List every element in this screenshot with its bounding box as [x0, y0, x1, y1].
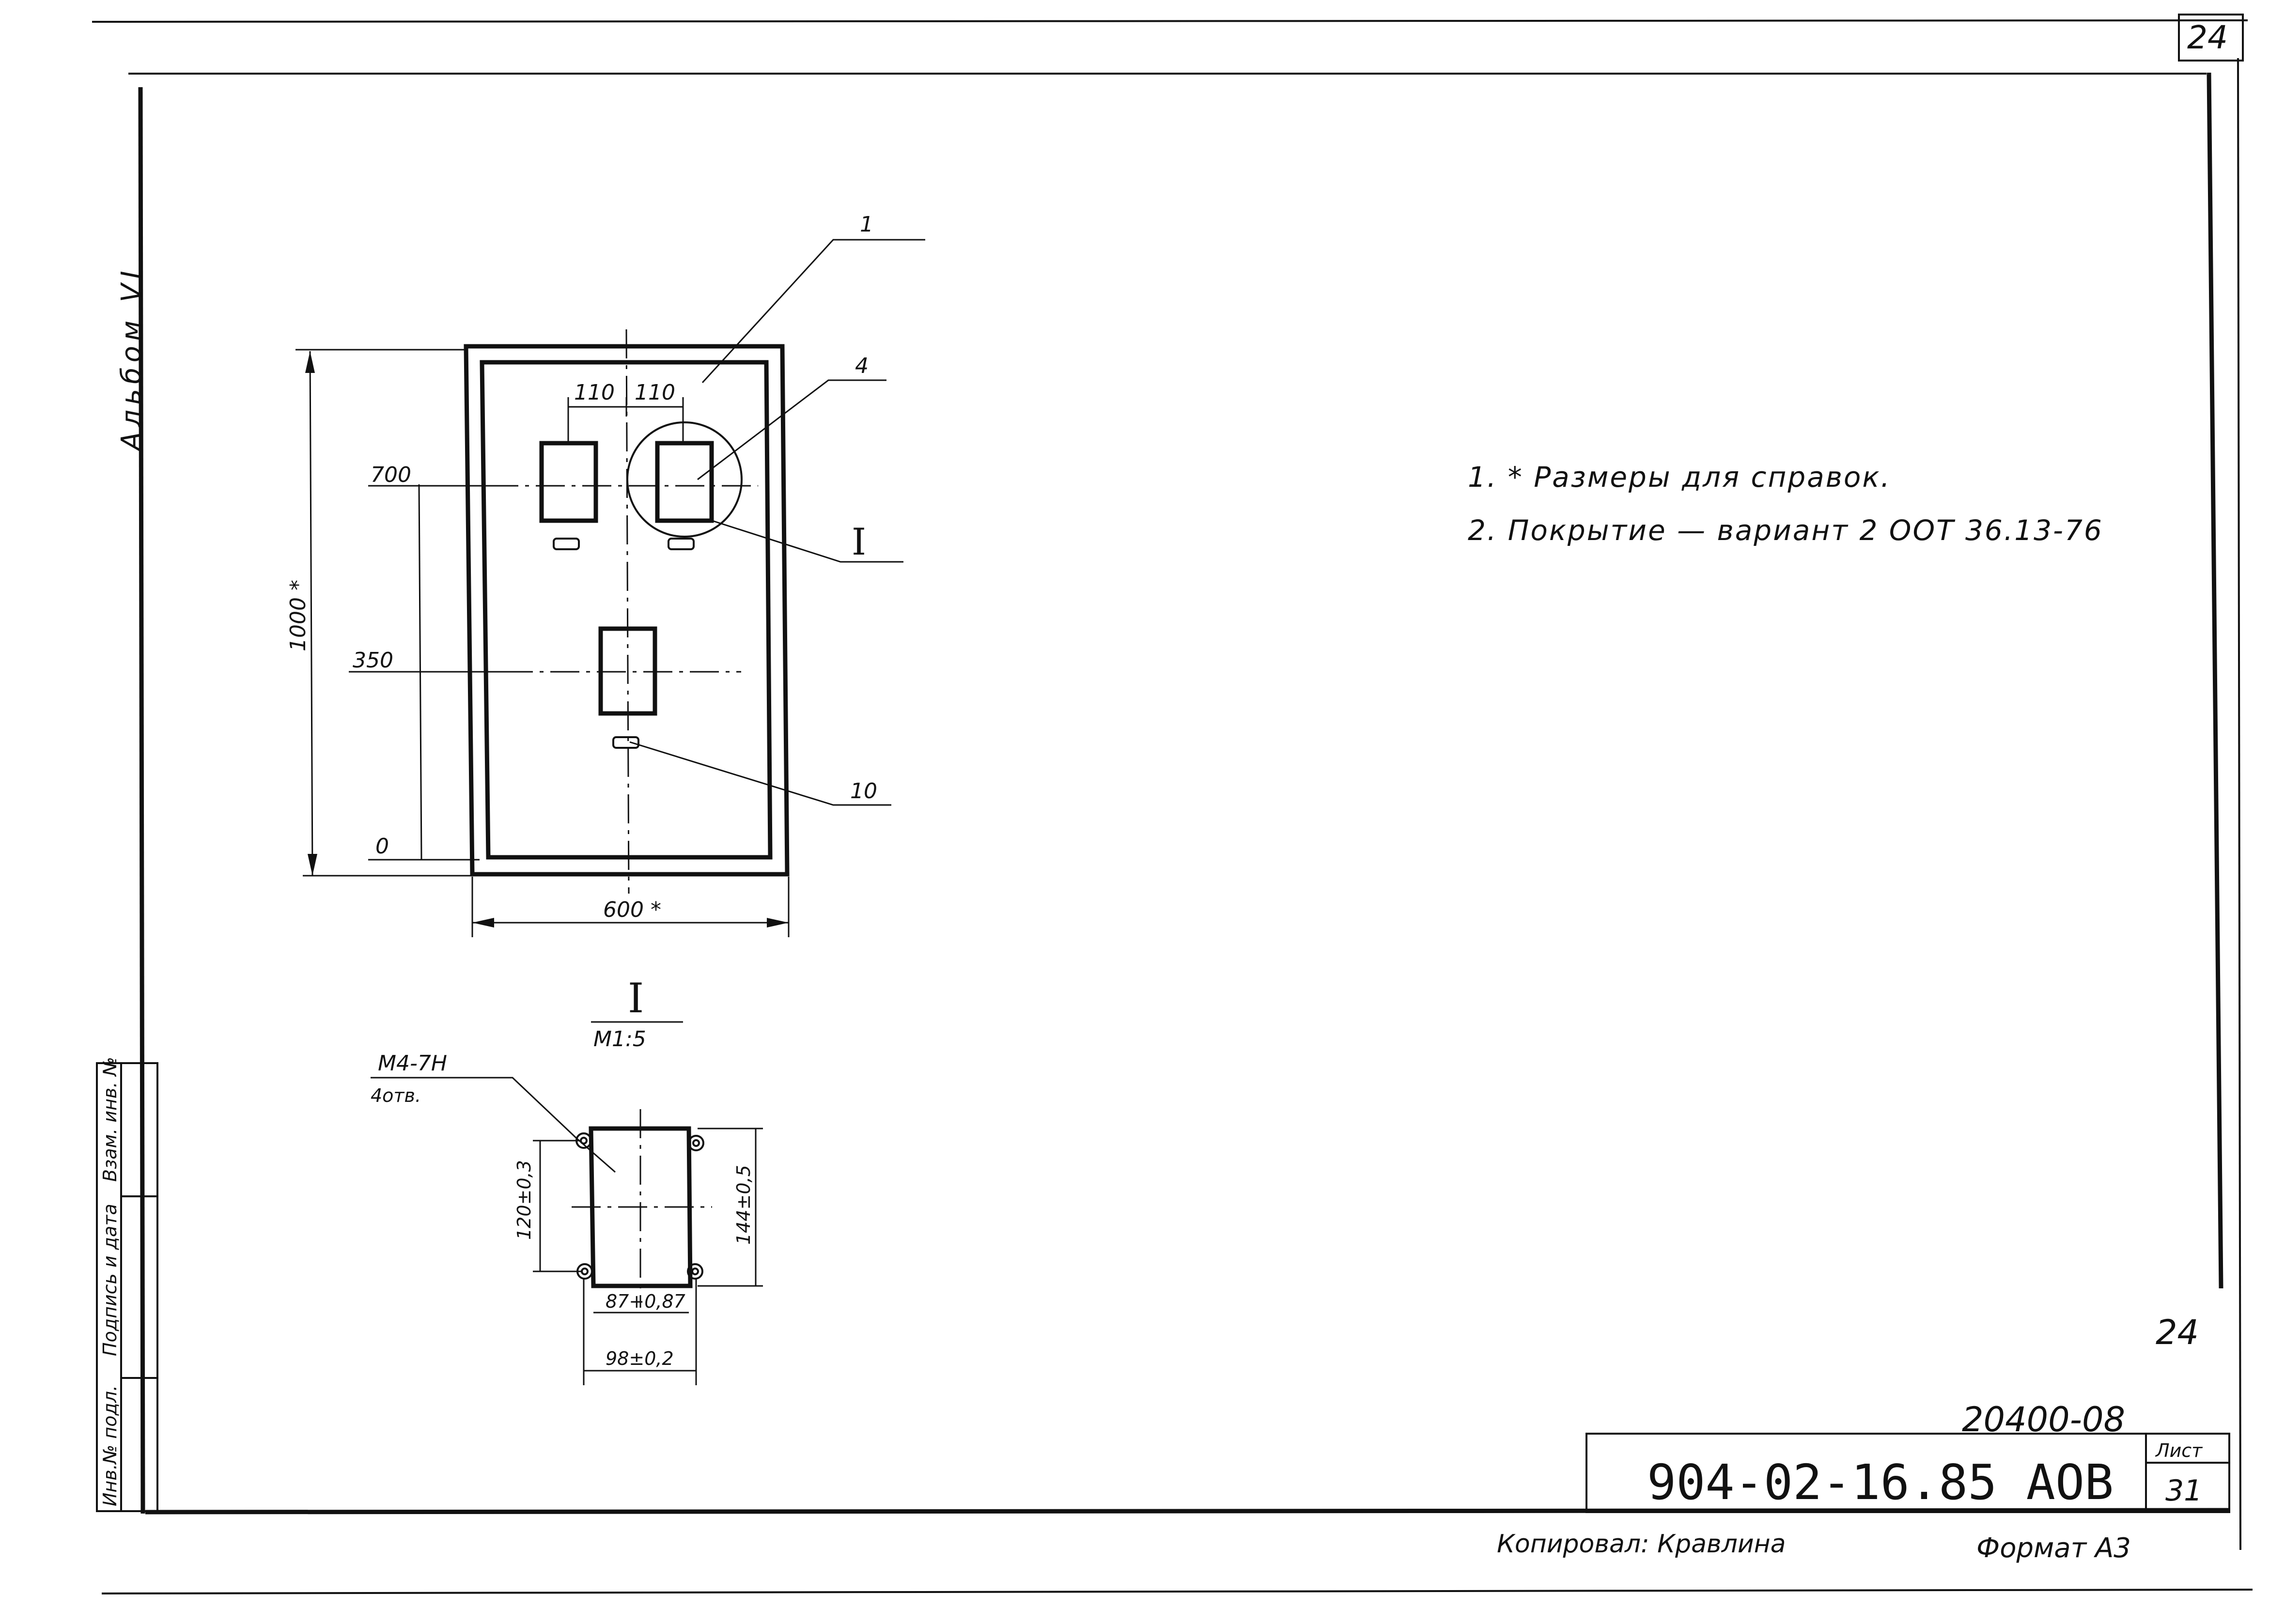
note-1: 1. * Размеры для справок. [1468, 461, 1891, 494]
clamp-right [668, 538, 695, 550]
leader-label-10: 10 [850, 779, 877, 804]
spacing-dimension [567, 397, 684, 443]
height-dimension [295, 349, 472, 877]
detail-circle [626, 421, 743, 538]
spacing-label-right: 110 [635, 380, 675, 405]
device-right [655, 441, 714, 523]
thread-leader [371, 1077, 616, 1173]
sheet-frame [92, 14, 2253, 1594]
sheet-number-lower: 24 [2156, 1313, 2199, 1352]
list-number: 31 [2165, 1474, 2202, 1508]
leader-label-1: 1 [860, 212, 873, 237]
note-2: 2. Покрытие — вариант 2 ООТ 36.13-76 [1468, 514, 2103, 547]
left-stamp-strip [96, 1062, 158, 1512]
leader-label-4: 4 [855, 354, 869, 378]
panel-outline [464, 344, 790, 877]
stamp-field-replacement: Взам. инв. № [99, 1057, 121, 1182]
copied-by: Копировал: Кравлина [1497, 1530, 1786, 1559]
device-left [539, 441, 598, 523]
detail-dim-right: 144±0,5 [733, 1165, 754, 1245]
section-mark: I [852, 520, 866, 563]
stamp-field-signature: Подпись и дата [99, 1204, 121, 1356]
device-center [598, 626, 657, 716]
level-label-350: 350 [353, 648, 393, 673]
holes-label: 4отв. [371, 1085, 421, 1106]
stamp-field-inventory: Инв.№ подл. [99, 1385, 121, 1506]
album-label: Альбом VI [116, 266, 147, 452]
leader-lines [629, 239, 925, 806]
detail-title: I [628, 974, 644, 1022]
spacing-label-left: 110 [574, 380, 615, 405]
clamp-center [612, 736, 639, 749]
detail-dimensions [533, 1128, 763, 1385]
detail-dim-inner: 87+0,87 [606, 1291, 685, 1312]
list-label: Лист [2155, 1440, 2203, 1461]
level-label-0: 0 [375, 834, 389, 859]
document-code: 904-02-16.85 АОВ [1647, 1454, 2114, 1511]
detail-dim-left: 120±0,3 [513, 1160, 535, 1240]
level-dimension [349, 484, 504, 861]
detail-device [572, 1109, 712, 1308]
width-label: 600 * [603, 897, 661, 922]
height-label: 1000 * [286, 580, 311, 651]
corner-sheet-number: 24 [2187, 19, 2228, 56]
vertical-axis [625, 329, 630, 894]
detail-scale: М1:5 [593, 1027, 646, 1052]
clamp-left [553, 538, 580, 550]
width-dimension [471, 877, 790, 937]
thread-label: М4-7Н [378, 1051, 447, 1076]
title-block [1586, 1433, 2230, 1513]
detail-dim-outer: 98±0,2 [606, 1348, 674, 1369]
level-label-700: 700 [371, 463, 411, 487]
sheet-format: Формат А3 [1976, 1532, 2131, 1564]
